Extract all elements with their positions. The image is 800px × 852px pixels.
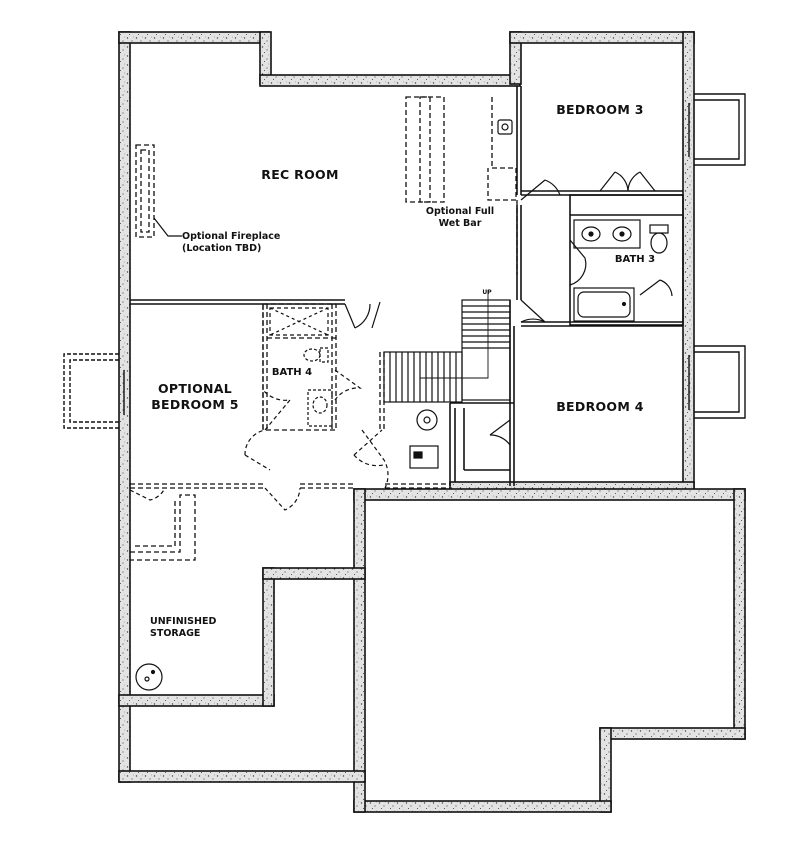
room-label-optional-bedroom-5: OPTIONAL BEDROOM 5 — [140, 381, 250, 412]
room-label-bath-3: BATH 3 — [614, 254, 656, 265]
fireplace-line1: Optional Fireplace — [182, 231, 281, 242]
wetbar-line1: Optional Full — [425, 206, 495, 217]
bedroom5-line1: OPTIONAL — [157, 381, 233, 396]
bath4-vanity — [307, 389, 333, 427]
foundation-walls — [118, 31, 746, 813]
sink-right-icon — [612, 226, 632, 242]
window-wells — [63, 93, 746, 429]
fireplace-leader-line — [153, 217, 182, 237]
wetbar-line2: Wet Bar — [438, 217, 482, 229]
bath4-toilet-icon — [303, 348, 321, 362]
annotation-optional-wet-bar: Optional Full Wet Bar — [415, 206, 505, 230]
furnace-icon — [409, 445, 439, 469]
optional-doors — [129, 369, 389, 511]
fireplace-line2: (Location TBD) — [182, 242, 262, 254]
bathtub — [573, 287, 635, 322]
annotation-optional-fireplace: Optional Fireplace (Location TBD) — [182, 231, 302, 255]
shower-dashed — [269, 307, 329, 336]
water-heater-icon — [416, 409, 438, 431]
room-label-unfinished-storage: UNFINISHED STORAGE — [150, 616, 230, 640]
staircase — [383, 290, 511, 403]
interior-walls — [130, 86, 684, 486]
doors — [344, 171, 673, 446]
stair-arrow — [420, 290, 489, 379]
room-label-bath-4: BATH 4 — [271, 367, 313, 378]
sump-pump-icon — [135, 663, 163, 691]
room-label-rec-room: REC ROOM — [261, 167, 339, 182]
stair-treads — [389, 305, 510, 402]
room-label-bedroom-4: BEDROOM 4 — [556, 399, 644, 414]
toilet-bowl-icon — [650, 232, 668, 254]
toilet-tank — [649, 224, 669, 234]
stair-up-label: UP — [482, 289, 492, 296]
wetbar-fixture-icon — [497, 119, 513, 135]
fixtures — [135, 119, 669, 691]
vanity-counter — [573, 219, 641, 249]
storage-line2: STORAGE — [150, 627, 201, 639]
optional-walls — [130, 96, 518, 561]
bath4-sink-icon — [312, 396, 328, 414]
bedroom5-line2: BEDROOM 5 — [151, 396, 239, 412]
sink-left-icon — [581, 226, 601, 242]
storage-line1: UNFINISHED — [150, 616, 217, 627]
room-label-bedroom-3: BEDROOM 3 — [556, 102, 644, 117]
